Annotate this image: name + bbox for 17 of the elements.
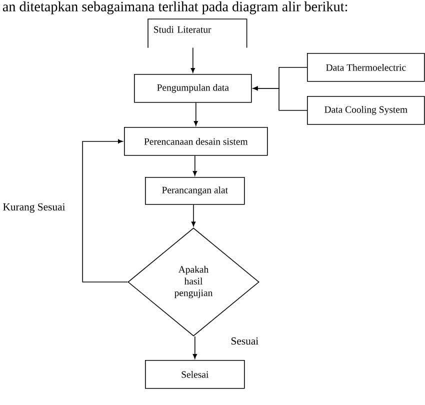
- process-box: Selesai: [145, 360, 245, 389]
- body-text: an ditetapkan sebagaimana terlihat pada diagram alir berikut:: [2, 1, 348, 14]
- process-box: Data Thermoelectric: [307, 53, 425, 82]
- arrow: [82, 139, 128, 282]
- arrow: [192, 336, 197, 359]
- arrow: [190, 47, 195, 73]
- process-box: Perencanaan desain sistem: [124, 127, 268, 156]
- edge-label: Sesuai: [231, 337, 258, 345]
- arrow: [252, 86, 308, 111]
- arrow: [192, 155, 197, 176]
- process-box: Perancangan alat: [145, 177, 245, 205]
- arrow: [191, 204, 196, 226]
- process-box: Pengumpulan data: [134, 74, 252, 103]
- arrow: [194, 102, 198, 126]
- edge-label: Kurang Sesuai: [3, 203, 66, 213]
- process-box: Data Cooling System: [307, 96, 425, 125]
- process-box: Studi Literatur: [148, 18, 248, 48]
